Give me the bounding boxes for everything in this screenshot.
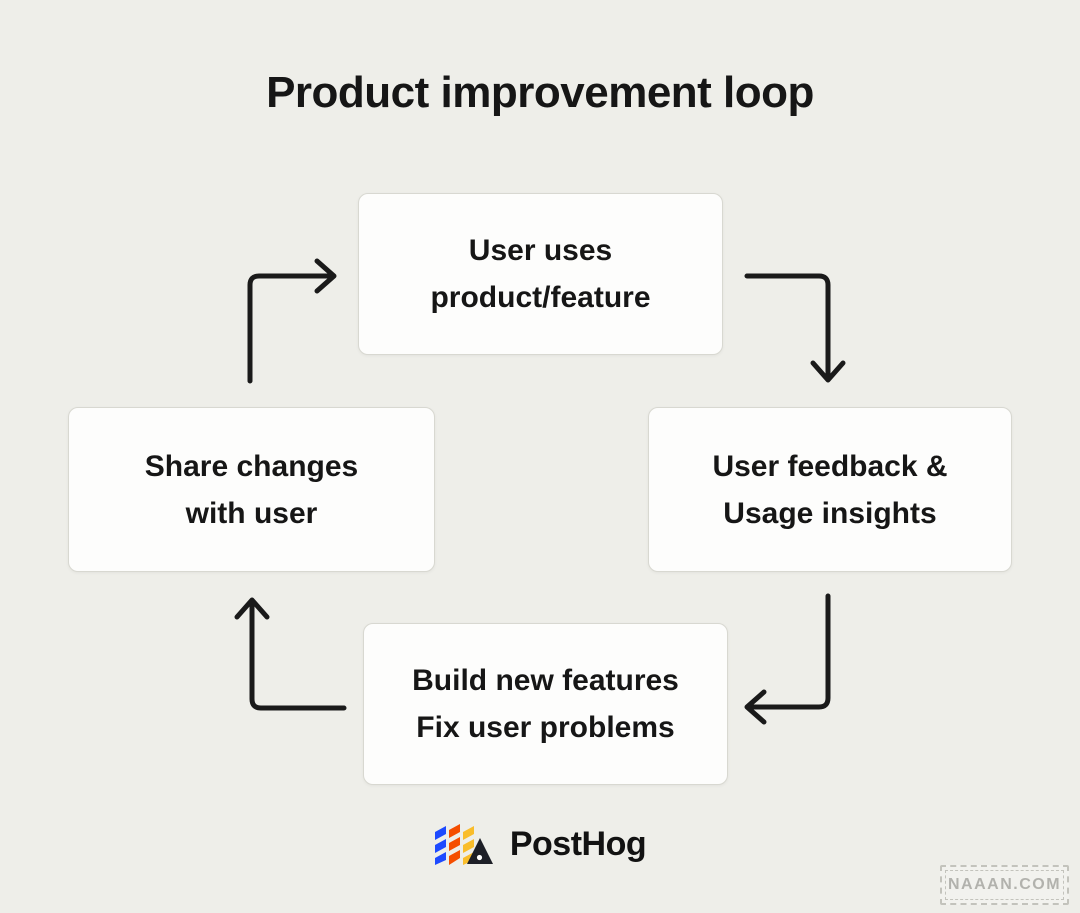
arrow-top-to-right xyxy=(744,273,846,383)
arrow-right-to-bottom xyxy=(744,593,831,725)
node-user-uses-product: User uses product/feature xyxy=(358,193,723,355)
node-share-changes: Share changes with user xyxy=(68,407,435,572)
watermark-text: NAAAN.COM xyxy=(945,870,1064,900)
node-label-line: Share changes xyxy=(144,449,359,483)
node-label-line: with user xyxy=(185,496,318,530)
node-build-features: Build new features Fix user problems xyxy=(363,623,728,785)
node-label-line: Fix user problems xyxy=(416,711,675,744)
node-user-feedback: User feedback & Usage insights xyxy=(648,407,1012,572)
posthog-logo: PostHog xyxy=(0,822,1080,866)
watermark-badge: NAAAN.COM xyxy=(940,865,1069,905)
arrow-left-to-top xyxy=(247,258,337,384)
node-label-line: User feedback & xyxy=(712,449,948,483)
node-label-line: product/feature xyxy=(430,281,651,314)
node-label-line: Usage insights xyxy=(723,496,937,530)
arrow-bottom-to-left xyxy=(234,597,347,711)
posthog-logo-icon xyxy=(434,824,493,865)
node-label-line: User uses xyxy=(468,234,613,267)
posthog-wordmark: PostHog xyxy=(509,824,647,863)
diagram-title: Product improvement loop xyxy=(266,68,814,117)
node-label-line: Build new features xyxy=(412,664,679,697)
